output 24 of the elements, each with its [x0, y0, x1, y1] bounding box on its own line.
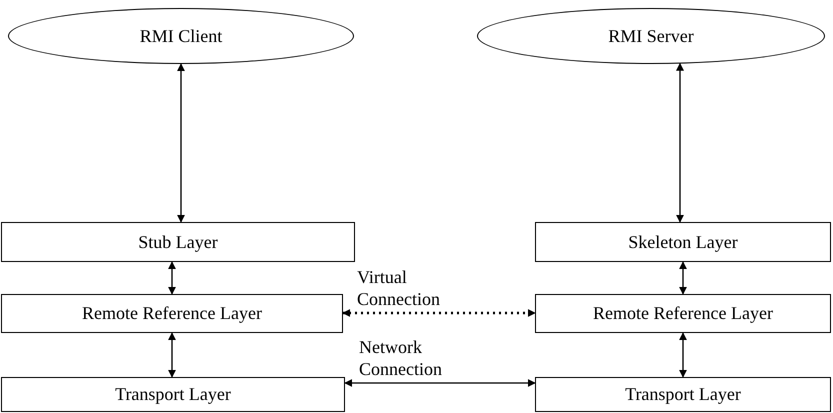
arrow: [679, 261, 687, 295]
node-label: Remote Reference Layer: [82, 302, 262, 325]
layer-box: [535, 222, 831, 262]
arrow: [168, 332, 176, 378]
node-label: Transport Layer: [115, 383, 231, 406]
edge-label: Virtual Connection: [357, 266, 441, 310]
layer-box: [535, 377, 831, 412]
layer-box: [1, 222, 355, 262]
arrow: [676, 62, 684, 223]
layer-box: [1, 377, 345, 412]
layer-box: [1, 294, 343, 333]
arrow: [168, 261, 176, 295]
layer-box: [535, 294, 831, 333]
node-label: Remote Reference Layer: [593, 302, 773, 325]
node-label: Skeleton Layer: [628, 230, 738, 254]
edge-label: Network Connection: [359, 336, 443, 380]
node-label: Stub Layer: [138, 230, 218, 254]
arrow: [344, 379, 536, 387]
arrow: [177, 63, 185, 223]
node-label: RMI Client: [140, 24, 222, 48]
node-label: RMI Server: [608, 24, 694, 48]
arrow: [679, 332, 687, 378]
node-label: Transport Layer: [625, 383, 741, 406]
dotted-arrow: [342, 309, 536, 317]
